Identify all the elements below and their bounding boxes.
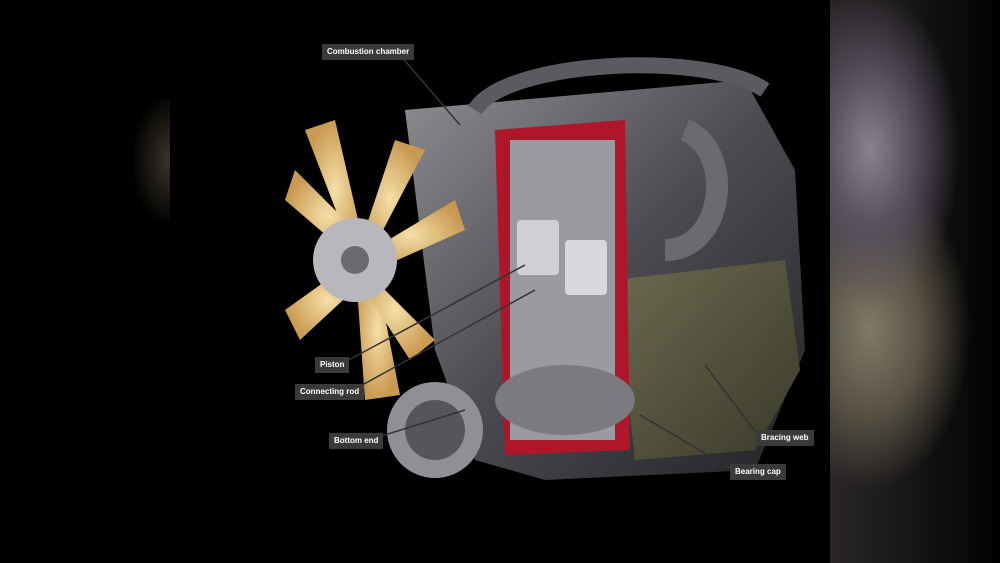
label-piston: Piston [315, 357, 350, 373]
blurred-side-panel [830, 0, 1000, 563]
label-bottom-end: Bottom end [329, 433, 384, 449]
label-bearing-cap: Bearing cap [730, 464, 786, 480]
label-connecting-rod: Connecting rod [295, 384, 365, 400]
label-bracing-web: Bracing web [756, 430, 814, 446]
label-combustion-chamber: Combustion chamber [322, 44, 415, 60]
background-glow [135, 100, 170, 220]
diagram-canvas: Combustion chamber Piston Connecting rod… [135, 44, 814, 480]
